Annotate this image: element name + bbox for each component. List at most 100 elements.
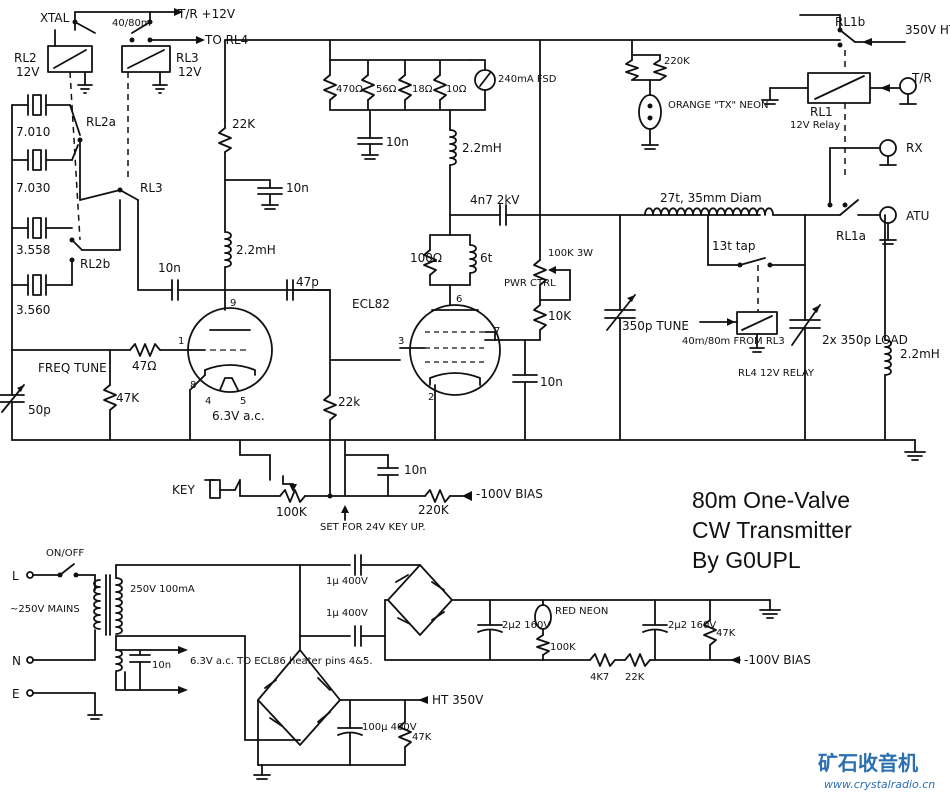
crystal-3560-label: 3.560 [16, 303, 50, 317]
tx-neon-label: ORANGE "TX" NEON [668, 100, 768, 111]
ht-350v-label: 350V HT [905, 23, 950, 37]
pwr-pot-label: 100K 3W [548, 248, 593, 259]
cathode-network [323, 59, 761, 306]
band-label: 40/80m [112, 18, 151, 29]
r10-label: 10Ω [446, 84, 467, 95]
xtal-switch [72, 8, 205, 44]
parasitic-resistor-label: 100Ω [410, 251, 442, 265]
r470-label: 470Ω [336, 84, 363, 95]
dc-block-cap-label: 4n7 2kV [470, 193, 520, 207]
crystal-7030-label: 7.030 [16, 181, 50, 195]
title-line-3: By G0UPL [692, 547, 801, 573]
pin9-label: 9 [230, 298, 236, 309]
atu-label: ATU [906, 209, 929, 223]
pin8-label: 8 [190, 380, 196, 391]
mains-label: ~250V MAINS [10, 604, 80, 615]
rl1-label: RL1 [810, 105, 833, 119]
pin1-label: 1 [178, 336, 184, 347]
rl3-switch-label: RL3 [140, 181, 163, 195]
meter-label: 240mA FSD [498, 74, 557, 85]
screen-resistor-label: 10K [548, 309, 572, 323]
watermark-url: www.crystalradio.cn [824, 778, 935, 791]
rl2-label: RL2 [14, 51, 37, 65]
bias-resistor-a-label: 4K7 [590, 672, 609, 683]
pin3-label: 3 [398, 336, 404, 347]
valve-triode-section [187, 307, 273, 441]
ht-cap-label: 100µ 400V [362, 722, 417, 733]
rl3-label: RL3 [176, 51, 199, 65]
earth-label: E [12, 687, 20, 701]
grid-resistor-label: 47Ω [132, 359, 156, 373]
coil-tap-label: 13t tap [712, 239, 755, 253]
valve-pentode-section [329, 304, 541, 441]
crystal-bank [11, 94, 173, 351]
ht-bleeder-label: 47K [412, 732, 432, 743]
rl2-relay [47, 29, 93, 241]
neon-resistor-b-label: 100K [550, 642, 576, 653]
tune-cap-label: 50p [28, 403, 51, 417]
heater-cap-label: 10n [152, 660, 171, 671]
tx-neon-indicator [625, 54, 667, 150]
pin4-label: 4 [205, 396, 211, 407]
crystal-7010 [27, 94, 81, 136]
tr-label: T/R [911, 71, 932, 85]
watermark-brand: 矿石收音机 [818, 751, 918, 775]
plate-choke-label: 2.2mH [462, 141, 502, 155]
pi-tank [604, 207, 926, 461]
crystal-7010-label: 7.010 [16, 125, 50, 139]
feedback-cap-label: 47p [296, 275, 319, 289]
red-neon-label: RED NEON [555, 606, 608, 617]
oscillator-section [0, 119, 401, 441]
tune-cap-350-label: 350p TUNE [622, 319, 689, 333]
xtal-label: XTAL [40, 11, 70, 25]
bias-feed-resistor-label: 220K [418, 503, 450, 517]
crystal-3560 [27, 259, 73, 296]
pwr-ctrl-label: PWR CTRL [504, 278, 556, 289]
bias-cap-label: 10n [404, 463, 427, 477]
crystal-3558-label: 3.558 [16, 243, 50, 257]
output-choke-label: 2.2mH [900, 347, 940, 361]
coupling-cap-label: 10n [158, 261, 181, 275]
title-line-1: 80m One-Valve [692, 487, 850, 513]
heater-label: 6.3V a.c. [212, 409, 265, 423]
anode-choke-label: 2.2mH [236, 243, 276, 257]
heater-out-label: 6.3V a.c. TO ECL86 heater pins 4&5. [190, 656, 373, 667]
decoupling-cap-label: 10n [286, 181, 309, 195]
pin7-label: 7 [494, 326, 500, 337]
keying-bias-section [204, 439, 472, 521]
component-labels: XTAL RL2 12V 40/80m RL3 12V T/R +12V TO … [10, 7, 950, 743]
rl2b-label: RL2b [80, 257, 110, 271]
rl3-voltage-label: 12V [178, 65, 202, 79]
rl1-relay-label: 12V Relay [790, 120, 840, 131]
rl2a-label: RL2a [86, 115, 116, 129]
r18-label: 18Ω [412, 84, 433, 95]
rl4-label: RL4 12V RELAY [738, 368, 815, 379]
freq-tune-label: FREQ TUNE [38, 361, 107, 375]
key-pot-label: 100K [276, 505, 308, 519]
bias-input-label: -100V BIAS [476, 487, 543, 501]
screen-grid-network [434, 239, 916, 441]
rl1a-label: RL1a [836, 229, 866, 243]
cathode-cap-label: 10n [386, 135, 409, 149]
grid-leak-label: 47K [116, 391, 140, 405]
bleeder-resistor-label: 47K [716, 628, 736, 639]
load-cap-label: 2x 350p LOAD [822, 333, 908, 347]
key-label: KEY [172, 483, 195, 497]
onoff-label: ON/OFF [46, 548, 84, 559]
rl2-voltage-label: 12V [16, 65, 40, 79]
bias-out-label: -100V BIAS [744, 653, 811, 667]
power-supply [26, 554, 781, 780]
screen-cap-label: 10n [540, 375, 563, 389]
anode-resistor-label: 22K [232, 117, 256, 131]
rx-label: RX [906, 141, 923, 155]
pin6-label: 6 [456, 294, 462, 305]
bias-resistor-b-label: 22K [625, 672, 645, 683]
transformer-label: 250V 100mA [130, 584, 195, 595]
r56-label: 56Ω [376, 84, 397, 95]
pin2-label: 2 [428, 392, 434, 403]
ht-out-label: HT 350V [432, 693, 484, 707]
neon-resistor-label: 220K [664, 56, 690, 67]
series-cap-a-label: 1µ 400V [326, 576, 368, 587]
